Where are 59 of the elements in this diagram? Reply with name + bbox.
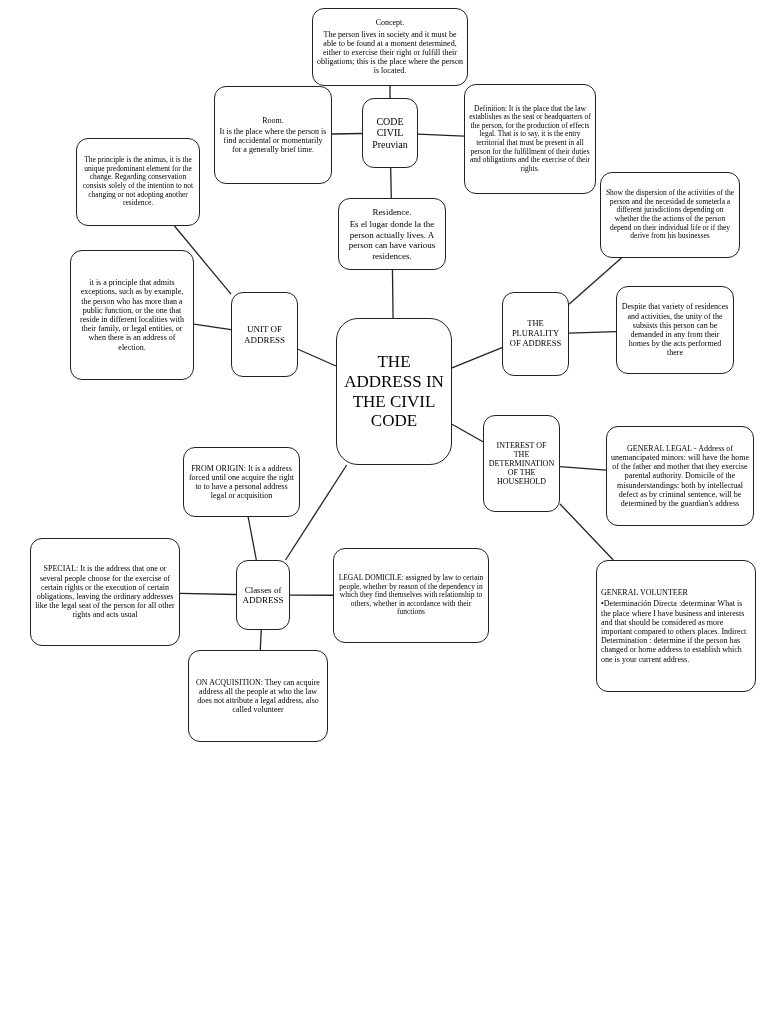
concept-box — [596, 560, 756, 692]
concept-box — [183, 447, 300, 517]
connector-line — [559, 503, 614, 561]
box-text: ON ACQUISITION: They can acquire address all the people at who the law does not attribute a legal address, also called volunteer — [195, 677, 321, 715]
connector-line — [390, 167, 392, 199]
box-text: CODE CIVIL Preuvian — [371, 115, 409, 151]
connector-line — [173, 225, 232, 295]
box-text: UNIT OF ADDRESS — [243, 324, 286, 345]
connector-line — [297, 348, 337, 367]
connector-line — [331, 132, 363, 135]
box-text: INTEREST OF THE DETERMINATION OF THE HOUSEHOLD — [488, 440, 555, 487]
concept-box — [464, 84, 596, 194]
box-text: It is the place where the person is find accidental or momentarily for a generally brief time. — [219, 126, 327, 155]
concept-box — [483, 415, 560, 512]
connector-line — [289, 594, 334, 596]
box-text: Es el lugar donde la the person actually lives. A person can have various residences. — [347, 219, 437, 261]
connector-line — [451, 346, 503, 369]
box-heading: Room. — [262, 115, 284, 125]
central-topic-box — [336, 318, 452, 465]
connector-line — [451, 423, 484, 443]
box-heading: Residence. — [372, 207, 412, 218]
box-heading: Concept. — [375, 18, 405, 28]
box-text: FROM ORIGIN: It is a address forced until one acquire the right to to have a personal address legal or acquisition — [188, 463, 295, 501]
connector-line — [247, 516, 257, 561]
box-text: SPECIAL: It is the address that one or several people choose for the exercise of certain rights or the execution of certain obligations, leaving the ordinary addresses like the legal seat of the person for all other rights and acts usual — [35, 564, 175, 620]
concept-box — [70, 250, 194, 380]
connector-line — [179, 592, 237, 596]
box-text: GENERAL LEGAL - Address of unemancipated minors: will have the home of the father and mother that they exercise parental authority. Domicile of the misunderstandings: both by intellectual defect as by criminal sentence, will be determined by the guardian's address — [611, 443, 749, 509]
concept-box — [30, 538, 180, 646]
concept-box — [214, 86, 332, 184]
concept-box — [188, 650, 328, 742]
connector-line — [568, 331, 617, 334]
box-text: THE PLURALITY OF ADDRESS — [508, 319, 563, 349]
concept-box — [616, 286, 734, 374]
connector-line — [391, 269, 394, 319]
concept-box — [231, 292, 298, 377]
concept-box — [502, 292, 569, 376]
connector-line — [389, 85, 391, 99]
connector-line — [193, 323, 232, 331]
concept-box — [600, 172, 740, 258]
box-heading: GENERAL VOLUNTEER — [601, 588, 688, 598]
connector-line — [417, 133, 465, 137]
concept-box — [76, 138, 200, 226]
concept-box — [362, 98, 418, 168]
box-text: it is a principle that admits exceptions, such as by example, the person who has more than a public function, or the one that reside in different localities with their family, or legal entities, or when there is an address of election. — [79, 278, 185, 352]
box-text: The person lives in society and it must be able to be found at a moment determined, either to exercise their right or fulfill their obligations; this is the place where the person is located. — [317, 29, 463, 76]
concept-box — [338, 198, 446, 270]
connector-line — [568, 257, 623, 305]
box-text: THE ADDRESS IN THE CIVIL CODE — [343, 352, 445, 431]
concept-box — [236, 560, 290, 630]
connector-line — [259, 629, 262, 651]
box-text: •Determinación Directa :determinar What is the place where I have business and interests and that should be considered as more important compared to others places. Indirect Determination : determine if the person has changed or home address to establish which one is your current address. — [601, 599, 748, 664]
connector-line — [559, 465, 607, 471]
concept-box — [312, 8, 468, 86]
box-text: Despite that variety of residences and activities, the unity of the subsists this person can be demanded in any from their homes by the acts performed there — [621, 302, 729, 358]
concept-box — [333, 548, 489, 643]
concept-box — [606, 426, 754, 526]
connector-line — [284, 464, 348, 561]
box-text: Classes of ADDRESS — [241, 584, 285, 606]
